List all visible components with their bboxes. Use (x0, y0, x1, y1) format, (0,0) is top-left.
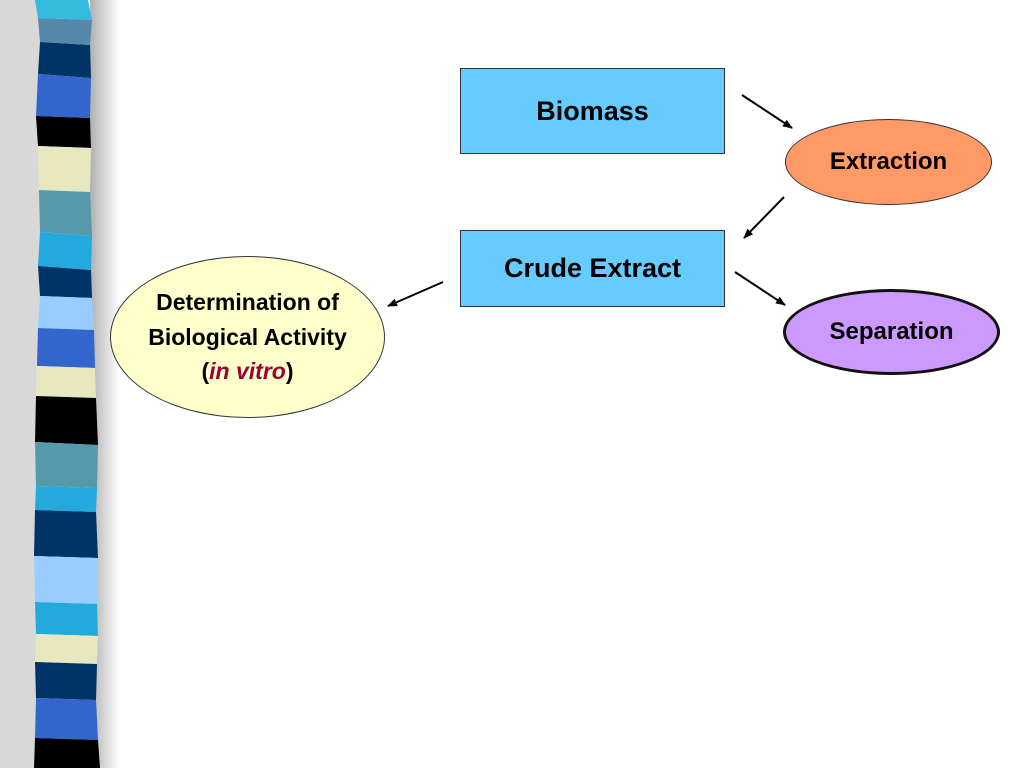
bio-activity-line3: (in vitro) (201, 354, 293, 389)
arrow-biomass-to-extraction (741, 94, 793, 129)
crude-extract-box: Crude Extract (460, 230, 725, 307)
biomass-label: Biomass (536, 95, 649, 126)
crude-extract-label: Crude Extract (503, 253, 682, 283)
bio-activity-line2: Biological Activity (148, 323, 347, 350)
separation-label: Separation (829, 318, 954, 345)
bio-activity-close-paren: ) (285, 358, 294, 385)
bio-activity-open-paren: ( (201, 358, 210, 385)
biomass-box: Biomass (460, 68, 725, 154)
arrow-extraction-to-crude-extract (743, 196, 785, 239)
bio-activity-line1: Determination of (156, 289, 339, 316)
extraction-oval: Extraction (785, 119, 992, 205)
biological-activity-oval: Determination of Biological Activity (in… (110, 256, 385, 418)
arrow-crude-extract-to-bio-activity (387, 281, 444, 307)
separation-oval: Separation (783, 289, 1000, 375)
bio-activity-in-vitro: in vitro (209, 358, 286, 385)
decorative-side-strip (0, 0, 120, 768)
extraction-label: Extraction (829, 148, 948, 175)
arrow-crude-extract-to-separation (734, 271, 786, 306)
